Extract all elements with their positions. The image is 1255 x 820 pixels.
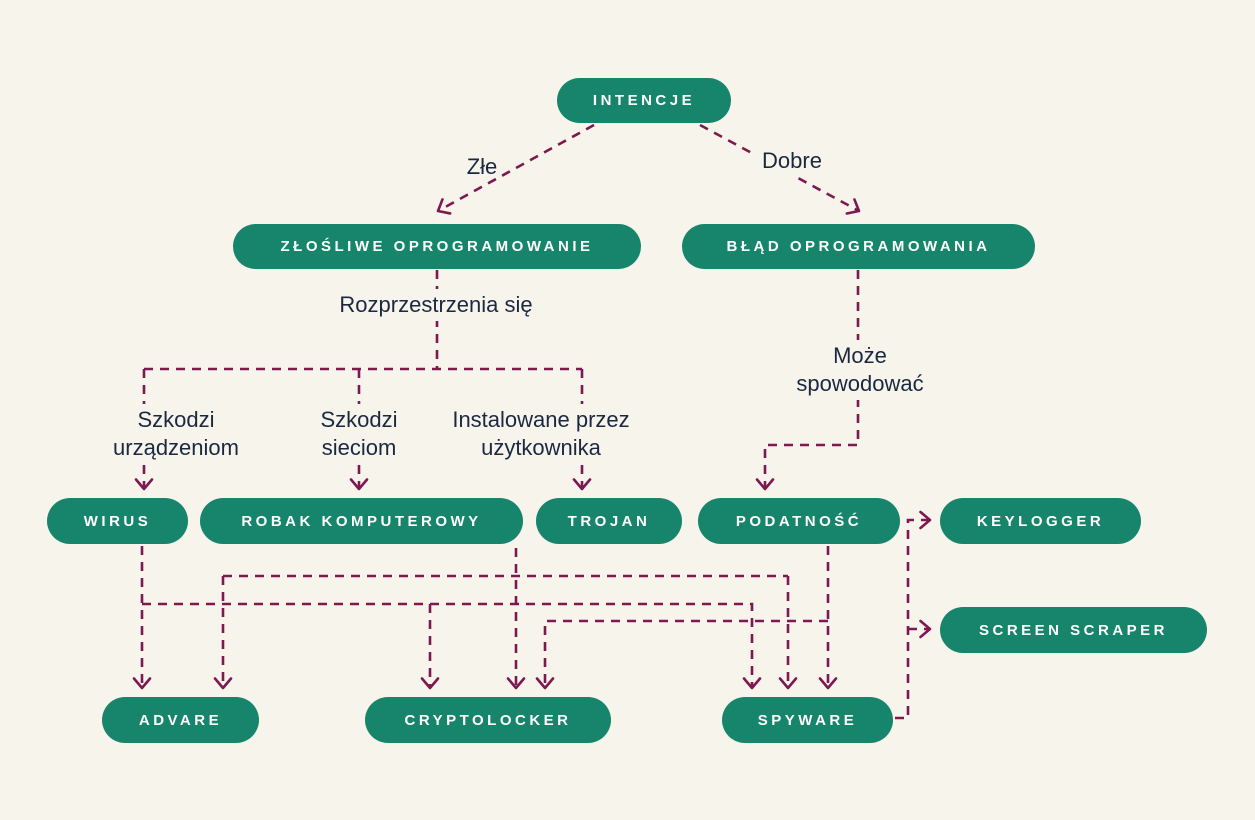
edge-spyware-to-keylogger bbox=[895, 510, 932, 720]
node-advare: ADVARE bbox=[102, 697, 259, 743]
node-zlosliwe-oprogramowanie: ZŁOŚLIWE OPROGRAMOWANIE bbox=[233, 224, 641, 269]
edge-intencje-to-zlosliwe bbox=[436, 123, 595, 215]
node-cryptolocker: CRYPTOLOCKER bbox=[365, 697, 611, 743]
edge-label-szkodzi-sieciom: Szkodzi sieciom bbox=[306, 404, 412, 464]
node-blad-oprogramowania: BŁĄD OPROGRAMOWANIA bbox=[682, 224, 1035, 269]
edge-label-rozprzestrzenia: Rozprzestrzenia się bbox=[330, 289, 542, 321]
node-screen-scraper: SCREEN SCRAPER bbox=[940, 607, 1207, 653]
edge-label-szkodzi-urzadzeniom: Szkodzi urządzeniom bbox=[94, 404, 258, 464]
edge-label-moze: Może spowodować bbox=[772, 340, 948, 400]
edge-label-zle: Złe bbox=[466, 154, 498, 179]
node-wirus: WIRUS bbox=[47, 498, 188, 544]
node-intencje: INTENCJE bbox=[557, 78, 731, 123]
edge-intencje-to-blad bbox=[699, 123, 861, 215]
edge-label-instalowane: Instalowane przez użytkownika bbox=[428, 404, 654, 464]
node-keylogger: KEYLOGGER bbox=[940, 498, 1141, 544]
node-trojan: TROJAN bbox=[536, 498, 682, 544]
node-spyware: SPYWARE bbox=[722, 697, 893, 743]
node-podatnosc: PODATNOŚĆ bbox=[698, 498, 900, 544]
edge-label-dobre: Dobre bbox=[752, 145, 832, 177]
edge-wirus-rail-to-spyware bbox=[142, 602, 762, 690]
edge-podatnosc-to-cryptolocker bbox=[535, 619, 828, 690]
node-robak-komputerowy: ROBAK KOMPUTEROWY bbox=[200, 498, 523, 544]
